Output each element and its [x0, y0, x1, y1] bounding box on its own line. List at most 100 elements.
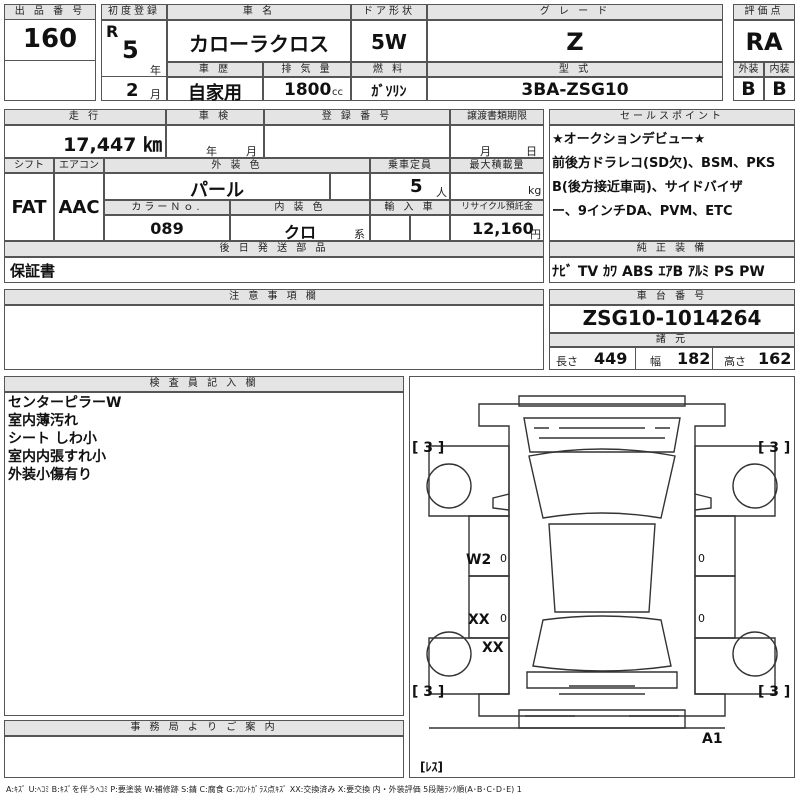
length-label: 長さ [556, 355, 578, 368]
kei-unit: 系 [354, 228, 365, 241]
car-name-box [167, 20, 351, 62]
kg-unit: kg [528, 184, 542, 197]
color-no-header: カラーＮｏ. [104, 200, 230, 215]
right-mirror [694, 493, 712, 511]
front-hood [523, 417, 681, 453]
inspection-month-unit: 月 [246, 145, 257, 158]
color-no-box [104, 215, 230, 241]
inspection-year-unit: 年 [206, 145, 217, 158]
inspector-note: センターピラーW [8, 395, 122, 411]
door-value: 5W [371, 30, 407, 54]
tire-rr-mark: [ 3 ] [758, 684, 791, 700]
grille-marks [534, 427, 670, 439]
damage-w2: W2 [466, 552, 492, 568]
sales-point-header: セールスポイント [549, 109, 795, 125]
fuel-value: ｶﾞｿﾘﾝ [371, 84, 407, 100]
year-value: 5 [122, 36, 139, 64]
cc-unit: cc [332, 87, 343, 98]
exterior-header: 外装 [733, 62, 764, 77]
sales-point-line: ー、9インチDA、PVM、ETC [552, 204, 733, 219]
transfer-month-unit: 月 [480, 145, 491, 158]
inspector-note: 室内薄汚れ [8, 413, 78, 429]
recycle-box [450, 215, 544, 241]
tire-fl-mark: [ 3 ] [412, 440, 445, 456]
zero-right-1: 0 [698, 552, 705, 565]
fuel-header: 燃 料 [351, 62, 427, 77]
exterior-box [733, 77, 764, 101]
door-header: ドア形状 [351, 4, 427, 20]
persons-unit: 人 [436, 186, 447, 199]
import-box-2 [410, 215, 450, 241]
notes-box [4, 305, 544, 370]
model-code-box [427, 77, 723, 101]
left-rear-door [468, 575, 510, 639]
car-name-header: 車 名 [167, 4, 351, 20]
ext-color-value: パール [190, 180, 244, 201]
right-rear-door [694, 575, 736, 639]
tire-fr-mark: [ 3 ] [758, 440, 791, 456]
inspection-box [166, 125, 264, 158]
exterior-value: B [741, 78, 756, 100]
height-value: 162 [758, 349, 792, 368]
model-code-value: 3BA-ZSG10 [521, 80, 629, 100]
shift-box [4, 173, 54, 241]
front-bumper [518, 395, 686, 407]
reg-no-header: 登 録 番 号 [264, 109, 450, 125]
mileage-header: 走 行 [4, 109, 166, 125]
specs-divider-2 [712, 347, 713, 370]
history-box [167, 77, 263, 101]
transfer-doc-box [450, 125, 544, 158]
length-value: 449 [594, 349, 628, 368]
later-parts-box [4, 257, 544, 283]
tire-rear-left [426, 631, 472, 677]
spare-tire-mark: [ﾚｽ] [420, 760, 443, 774]
sales-point-box [549, 125, 795, 241]
sales-point-list: ★オークションデビュー★ 前後方ドラレコ(SD欠)、BSM、PKS B(後方接近… [552, 128, 792, 224]
capacity-box [370, 173, 450, 200]
body-outline [478, 403, 726, 717]
score-header: 評価点 [733, 4, 795, 20]
lot-no-value: 160 [22, 24, 78, 54]
int-color-box [230, 215, 370, 241]
ext-color-box [104, 173, 330, 200]
genuine-header: 純 正 装 備 [549, 241, 795, 257]
fuel-box [351, 77, 427, 101]
capacity-value: 5 [410, 176, 423, 197]
left-mirror [492, 493, 510, 511]
grade-header: グ レ ー ド [427, 4, 723, 20]
aircon-header: エアコン [54, 158, 104, 173]
recycle-value: 12,160 [472, 219, 534, 238]
inspector-note: 外装小傷有り [8, 467, 92, 483]
ext-color-box-extra [330, 173, 370, 200]
damage-a1: A1 [702, 731, 723, 747]
right-front-fender [694, 445, 776, 517]
transfer-doc-header: 譲渡書類期限 [450, 109, 544, 125]
score-box [733, 20, 795, 62]
max-load-box [450, 173, 544, 200]
left-rear-fender [428, 637, 510, 695]
recycle-header: リサイクル預託金 [450, 200, 544, 215]
roof [548, 523, 656, 613]
reg-no-box [264, 125, 450, 158]
left-front-fender [428, 445, 510, 517]
inspector-note: シート しわ小 [8, 431, 97, 447]
model-code-header: 型 式 [427, 62, 723, 77]
zero-left-2: 0 [500, 612, 507, 625]
aircon-value: AAC [58, 197, 100, 218]
rear-window [532, 615, 672, 672]
later-parts-header: 後 日 発 送 部 品 [4, 241, 544, 257]
yen-unit: 円 [530, 228, 541, 241]
zero-left-1: 0 [500, 552, 507, 565]
lot-no-divider [4, 60, 96, 61]
score-value: RA [745, 28, 783, 56]
ext-color-header: 外 装 色 [104, 158, 370, 173]
month-value: 2 [126, 80, 139, 101]
displacement-header: 排 気 量 [263, 62, 351, 77]
right-front-door [694, 515, 736, 577]
interior-value: B [772, 78, 787, 100]
import-box [370, 215, 410, 241]
year-unit: 年 [150, 64, 161, 77]
specs-header: 諸 元 [549, 333, 795, 347]
shift-header: シフト [4, 158, 54, 173]
month-unit: 月 [150, 88, 161, 101]
